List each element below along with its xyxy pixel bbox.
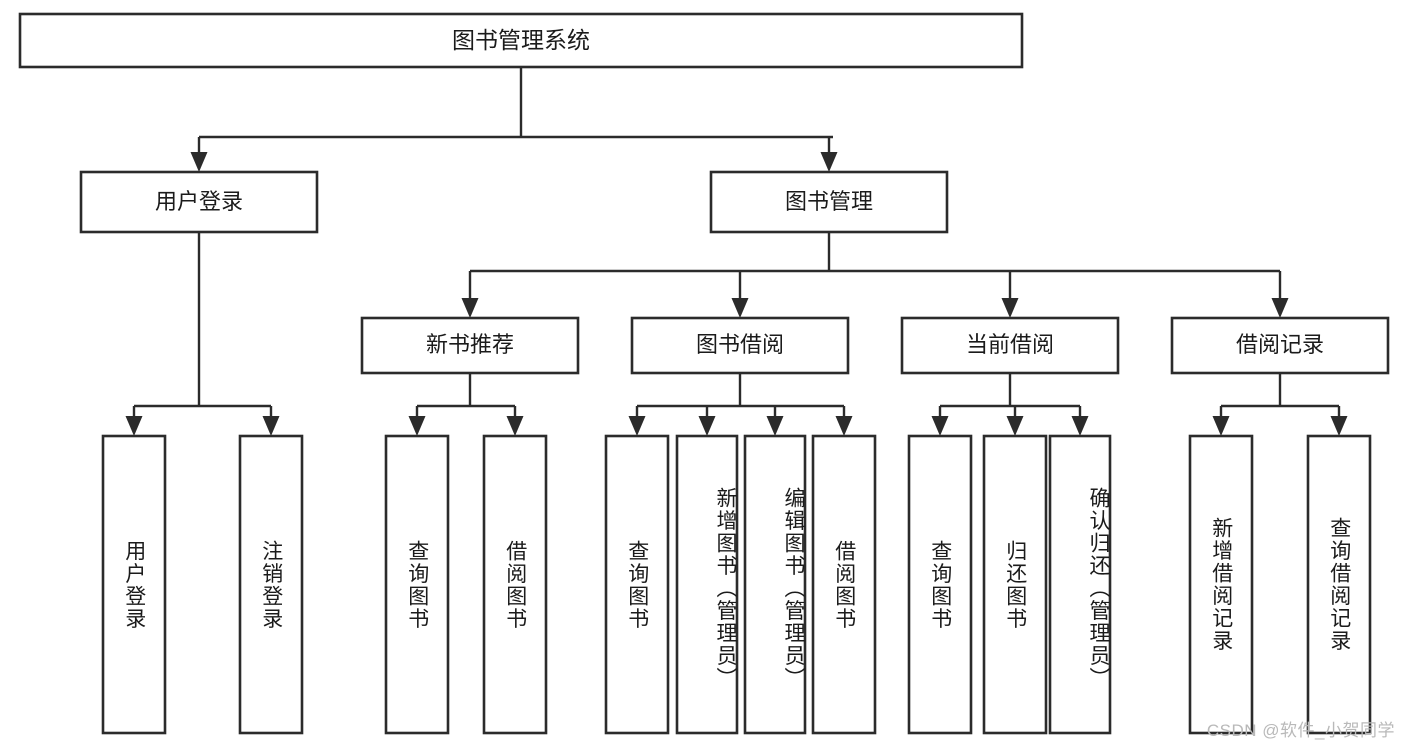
- node-current-borrow-box[interactable]: [900, 316, 1120, 375]
- node-borrow-record-label: 借阅记录: [1236, 332, 1324, 357]
- node-leaf-return-book-box[interactable]: [982, 434, 1048, 735]
- arrow-leaf-query-record: [1330, 416, 1348, 436]
- node-leaf-borrow-book-2-box[interactable]: [811, 434, 877, 735]
- node-borrow-record-box[interactable]: [1170, 316, 1390, 375]
- node-new-book-recommend-label: 新书推荐: [426, 332, 514, 357]
- arrow-leaf-add-record: [1212, 416, 1230, 436]
- node-book-management-label: 图书管理: [785, 189, 873, 214]
- arrow-to-new-book-recommend: [461, 298, 479, 318]
- arrow-to-book-borrow: [731, 298, 749, 318]
- edges-layer: [125, 67, 1348, 436]
- arrow-leaf-query-book-2: [628, 416, 646, 436]
- node-current-borrow[interactable]: 当前借阅: [900, 316, 1120, 375]
- arrow-leaf-query-book-1: [408, 416, 426, 436]
- node-new-book-recommend[interactable]: 新书推荐: [360, 316, 580, 375]
- arrow-leaf-user-login: [125, 416, 143, 436]
- arrow-leaf-borrow-book-1: [506, 416, 524, 436]
- arrow-leaf-borrow-book-2: [835, 416, 853, 436]
- node-leaf-add-book-box[interactable]: [675, 434, 739, 735]
- node-book-borrow-box[interactable]: [630, 316, 850, 375]
- node-leaf-borrow-book-1-box[interactable]: [482, 434, 548, 735]
- node-leaf-confirm-return-box[interactable]: [1048, 434, 1112, 735]
- node-leaf-logout-login-box[interactable]: [238, 434, 304, 735]
- arrow-leaf-logout-login: [262, 416, 280, 436]
- node-user-login[interactable]: 用户登录: [79, 170, 319, 234]
- node-leaf-query-record-box[interactable]: [1306, 434, 1372, 735]
- arrow-to-book-management: [820, 152, 838, 172]
- node-borrow-record[interactable]: 借阅记录: [1170, 316, 1390, 375]
- node-user-login-label: 用户登录: [155, 189, 243, 214]
- arrow-leaf-add-book: [698, 416, 716, 436]
- node-book-borrow-label: 图书借阅: [696, 332, 784, 357]
- node-book-management[interactable]: 图书管理: [709, 170, 949, 234]
- node-leaf-edit-book-box[interactable]: [743, 434, 807, 735]
- node-root[interactable]: 图书管理系统: [18, 12, 1024, 69]
- arrow-leaf-query-book-3: [931, 416, 949, 436]
- node-leaf-query-book-2-box[interactable]: [604, 434, 670, 735]
- node-new-book-recommend-box[interactable]: [360, 316, 580, 375]
- node-book-borrow[interactable]: 图书借阅: [630, 316, 850, 375]
- node-book-management-box[interactable]: [709, 170, 949, 234]
- node-leaf-add-record-box[interactable]: [1188, 434, 1254, 735]
- node-root-box[interactable]: [18, 12, 1024, 69]
- arrow-to-borrow-record: [1271, 298, 1289, 318]
- arrow-leaf-edit-book: [766, 416, 784, 436]
- csdn-watermark: CSDN @软件_小贺同学: [1206, 721, 1395, 740]
- node-leaf-query-book-1-box[interactable]: [384, 434, 450, 735]
- node-user-login-box[interactable]: [79, 170, 319, 234]
- node-root-label: 图书管理系统: [452, 27, 590, 53]
- arrow-to-current-borrow: [1001, 298, 1019, 318]
- arrow-to-user-login: [190, 152, 208, 172]
- node-leaf-user-login-box[interactable]: [101, 434, 167, 735]
- node-leaf-query-book-3-box[interactable]: [907, 434, 973, 735]
- arrow-leaf-return-book: [1006, 416, 1024, 436]
- nodes-layer: 图书管理系统 用户登录 图书管理 新书推荐 图书借阅 当前借阅 借阅记录: [18, 12, 1390, 735]
- node-current-borrow-label: 当前借阅: [966, 332, 1054, 357]
- arrow-leaf-confirm-return: [1071, 416, 1089, 436]
